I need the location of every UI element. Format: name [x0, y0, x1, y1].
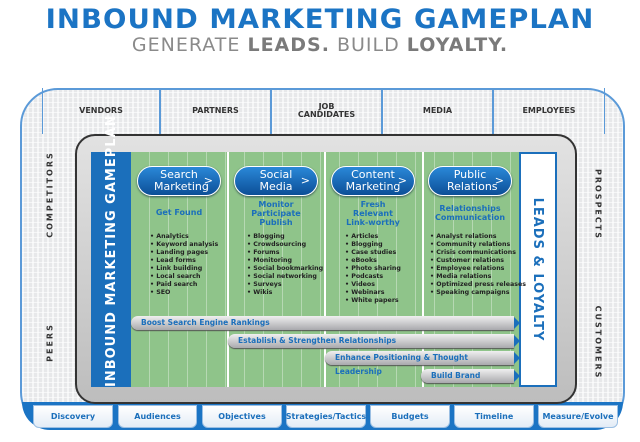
social-media-list: BloggingCrowdsourcingForumsMonitoringSoc… [247, 233, 323, 297]
list-item: Blogging [345, 241, 401, 249]
audience-prospects: PROSPECTS [593, 168, 603, 240]
audience-customers: CUSTOMERS [593, 305, 603, 380]
list-item: Social bookmarking [247, 265, 323, 273]
leads-loyalty-title: LEADS & LOYALTY [530, 197, 545, 342]
list-item: Optimized press releases [430, 281, 526, 289]
list-item: Crisis communications [430, 249, 526, 257]
list-item: Social networking [247, 273, 323, 281]
audience-competitors: COMPETITORS [45, 151, 55, 238]
social-media-button[interactable]: Social Media > [234, 166, 318, 196]
tab-discovery[interactable]: Discovery [33, 405, 113, 428]
pill-label: Public Relations [447, 168, 498, 193]
content-marketing-button[interactable]: Content Marketing> [331, 166, 415, 196]
list-item: Link building [150, 265, 218, 273]
list-item: Analyst relations [430, 233, 526, 241]
list-item: Employee relations [430, 265, 526, 273]
list-item: Podcasts [345, 273, 401, 281]
left-strip [91, 152, 131, 387]
search-marketing-list: AnalyticsKeyword analysisLanding pagesLe… [150, 233, 218, 297]
column-divider [422, 152, 424, 387]
subtitle-loyalty: LOYALTY. [406, 34, 509, 56]
column-tagline: Monitor Participate Publish [251, 200, 301, 227]
goal-establish-relationships: Establish & Strengthen Relationships [228, 334, 520, 348]
public-relations-list: Analyst relationsCommunity relationsCris… [430, 233, 526, 297]
audience-media: MEDIA [382, 88, 493, 134]
left-strip-title: INBOUND MARKETING GAMEPLAN [104, 114, 119, 387]
chevron-right-icon: > [397, 174, 407, 187]
tab-audiences[interactable]: Audiences [118, 405, 197, 428]
list-item: Media relations [430, 273, 526, 281]
list-item: Blogging [247, 233, 323, 241]
list-item: Customer relations [430, 257, 526, 265]
page-title: INBOUND MARKETING GAMEPLAN [45, 4, 595, 35]
goal-build-brand: Build Brand [421, 369, 520, 383]
list-item: Surveys [247, 281, 323, 289]
list-item: Articles [345, 233, 401, 241]
list-item: Photo sharing [345, 265, 401, 273]
public-relations-button[interactable]: Public Relations> [428, 166, 512, 196]
list-item: Local search [150, 273, 218, 281]
chevron-right-icon: > [203, 174, 213, 187]
content-marketing-list: ArticlesBloggingCase studieseBooksPhoto … [345, 233, 401, 305]
list-item: Forums [247, 249, 323, 257]
subtitle: GENERATE LEADS. BUILD LOYALTY. [0, 34, 640, 56]
column-divider [227, 152, 229, 387]
tab-strategies-tactics[interactable]: Strategies/Tactics [286, 405, 366, 428]
audience-partners: PARTNERS [160, 88, 271, 134]
column-divider [324, 152, 326, 387]
list-item: Wikis [247, 289, 323, 297]
list-item: Lead forms [150, 257, 218, 265]
list-item: eBooks [345, 257, 401, 265]
list-item: SEO [150, 289, 218, 297]
list-item: Monitoring [247, 257, 323, 265]
tab-timeline[interactable]: Timeline [454, 405, 534, 428]
pill-label: Content Marketing [345, 168, 401, 193]
tab-budgets[interactable]: Budgets [370, 405, 450, 428]
list-item: Crowdsourcing [247, 241, 323, 249]
list-item: Landing pages [150, 249, 218, 257]
list-item: Webinars [345, 289, 401, 297]
subtitle-part: BUILD [329, 34, 407, 56]
goal-boost-rankings: Boost Search Engine Rankings [131, 316, 520, 330]
column-tagline: Get Found [155, 208, 203, 217]
column-tagline: Fresh Relevant Link-worthy [346, 200, 400, 227]
list-item: White papers [345, 297, 401, 305]
list-item: Keyword analysis [150, 241, 218, 249]
audience-peers: PEERS [45, 323, 55, 362]
chevron-right-icon: > [300, 174, 310, 187]
audience-employees: EMPLOYEES [493, 88, 605, 134]
list-item: Case studies [345, 249, 401, 257]
list-item: Community relations [430, 241, 526, 249]
list-item: Paid search [150, 281, 218, 289]
column-tagline: Relationships Communication [434, 204, 506, 222]
chevron-right-icon: > [494, 174, 504, 187]
search-marketing-button[interactable]: Search Marketing> [137, 166, 221, 196]
list-item: Videos [345, 281, 401, 289]
audience-job-candidates: JOB CANDIDATES [271, 88, 382, 134]
subtitle-part: GENERATE [131, 34, 248, 56]
list-item: Speaking campaigns [430, 289, 526, 297]
pill-label: Search Marketing [154, 168, 209, 193]
audience-vendors: VENDORS [42, 88, 160, 134]
list-item: Analytics [150, 233, 218, 241]
pill-label: Social Media [259, 168, 293, 193]
tab-objectives[interactable]: Objectives [202, 405, 282, 428]
goal-enhance-positioning: Enhance Positioning & Thought Leadership [325, 351, 520, 376]
tab-measure-evolve[interactable]: Measure/Evolve [538, 405, 618, 428]
subtitle-leads: LEADS. [247, 34, 330, 56]
